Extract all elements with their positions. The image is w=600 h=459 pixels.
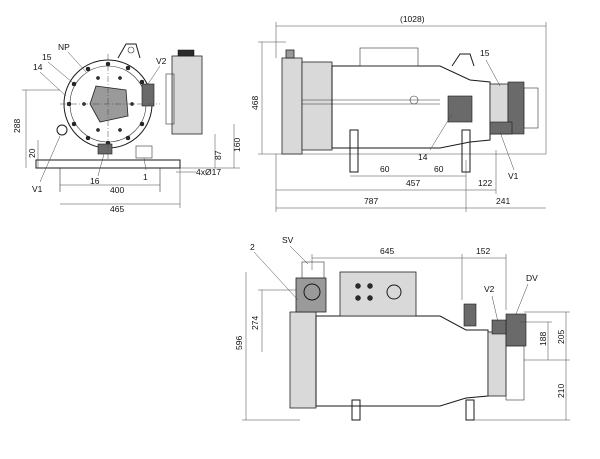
dim-1028: (1028) <box>400 14 425 24</box>
leader-1 <box>143 157 147 171</box>
dim-241: 241 <box>496 196 510 206</box>
label-2: 2 <box>250 242 255 252</box>
label-14-side: 14 <box>418 152 428 162</box>
dim-596: 596 <box>234 336 244 350</box>
dim-4xd17: 4xØ17 <box>196 167 221 177</box>
valve-v2-top <box>491 319 507 335</box>
foot-left-top <box>351 399 361 421</box>
label-v1-side: V1 <box>508 171 519 181</box>
suction-valve-handwheel <box>303 283 321 301</box>
sight-glass-16 <box>97 143 113 155</box>
compressor-body-side <box>331 65 491 149</box>
leader-v1-side <box>499 131 515 171</box>
front-base-rail <box>35 159 181 169</box>
valve-v1-front <box>56 124 68 136</box>
leader-v2-front <box>147 65 161 85</box>
terminal-box-bracket <box>165 73 175 125</box>
dim-468: 468 <box>250 96 260 110</box>
foot-right-top <box>465 399 475 421</box>
dim-87: 87 <box>213 150 223 160</box>
terminal-box-screws <box>355 283 373 301</box>
dim-205: 205 <box>556 330 566 344</box>
terminal-box-cap <box>177 49 195 57</box>
dim-60a: 60 <box>380 164 390 174</box>
leader-dv <box>515 283 529 315</box>
dim-188: 188 <box>538 332 548 346</box>
leader-sv <box>289 245 309 265</box>
label-1: 1 <box>143 172 148 182</box>
dim-60b: 60 <box>434 164 444 174</box>
foot-left-side <box>349 129 359 173</box>
dim-160: 160 <box>232 138 242 152</box>
dim-400: 400 <box>110 185 124 195</box>
suction-valve-body-top <box>295 277 327 313</box>
leader-v1-front <box>39 135 61 183</box>
label-16: 16 <box>90 176 100 186</box>
top-view: 645 152 596 274 1 <box>234 235 570 421</box>
terminal-box-top <box>339 271 417 317</box>
dim-288: 288 <box>12 119 22 133</box>
terminal-box-gland <box>386 284 402 300</box>
motor-end-flange <box>281 57 303 155</box>
leader-16 <box>97 153 105 177</box>
suction-valve-top-cap <box>301 261 325 279</box>
valve-v1-side <box>489 121 513 135</box>
oil-drain-1 <box>135 145 153 159</box>
label-v2-top: V2 <box>484 284 495 294</box>
flange-top-boss <box>285 49 295 59</box>
discharge-end-cap <box>523 87 539 129</box>
discharge-flange-top <box>487 331 507 397</box>
terminal-box-front <box>171 55 203 135</box>
dim-465: 465 <box>110 204 124 214</box>
dim-20: 20 <box>27 148 37 158</box>
front-view: NP 15 14 V2 V1 16 1 288 20 400 465 4xØ17… <box>12 42 242 214</box>
dim-122: 122 <box>478 178 492 188</box>
leader-v2-top <box>491 295 499 323</box>
dim-152: 152 <box>476 246 490 256</box>
side-plug <box>409 95 419 105</box>
label-np: NP <box>58 42 70 52</box>
motor-housing <box>301 61 333 151</box>
label-sv: SV <box>282 235 294 245</box>
leader-15-front <box>47 61 73 83</box>
discharge-valve-dv <box>505 313 527 347</box>
discharge-end-cap-top <box>505 345 525 401</box>
label-14-front: 14 <box>33 62 43 72</box>
label-v2-front: V2 <box>156 56 167 66</box>
lifting-eye-front <box>117 43 141 59</box>
label-v1-front: V1 <box>32 184 43 194</box>
label-15-front: 15 <box>42 52 52 62</box>
valve-14-side <box>447 95 473 123</box>
leader-14-side <box>429 113 453 151</box>
valve-v2-front <box>141 83 155 107</box>
label-15-side: 15 <box>480 48 490 58</box>
dim-645: 645 <box>380 246 394 256</box>
dim-210: 210 <box>556 384 566 398</box>
leader-15-side <box>485 59 501 87</box>
label-dv: DV <box>526 273 538 283</box>
leader-14-front <box>39 71 67 97</box>
dim-274: 274 <box>250 316 260 330</box>
leader-np <box>67 51 87 73</box>
lifting-lug-top <box>463 303 477 327</box>
leader-2 <box>253 251 299 301</box>
side-view: (1028) 468 60 <box>250 14 547 212</box>
terminal-box-side <box>359 47 419 67</box>
lifting-eye-hole <box>127 46 135 54</box>
motor-end-flange-top <box>289 311 317 409</box>
dim-787: 787 <box>364 196 378 206</box>
dim-457: 457 <box>406 178 420 188</box>
compressor-body-top <box>315 315 489 407</box>
lifting-eye-side <box>451 53 475 67</box>
